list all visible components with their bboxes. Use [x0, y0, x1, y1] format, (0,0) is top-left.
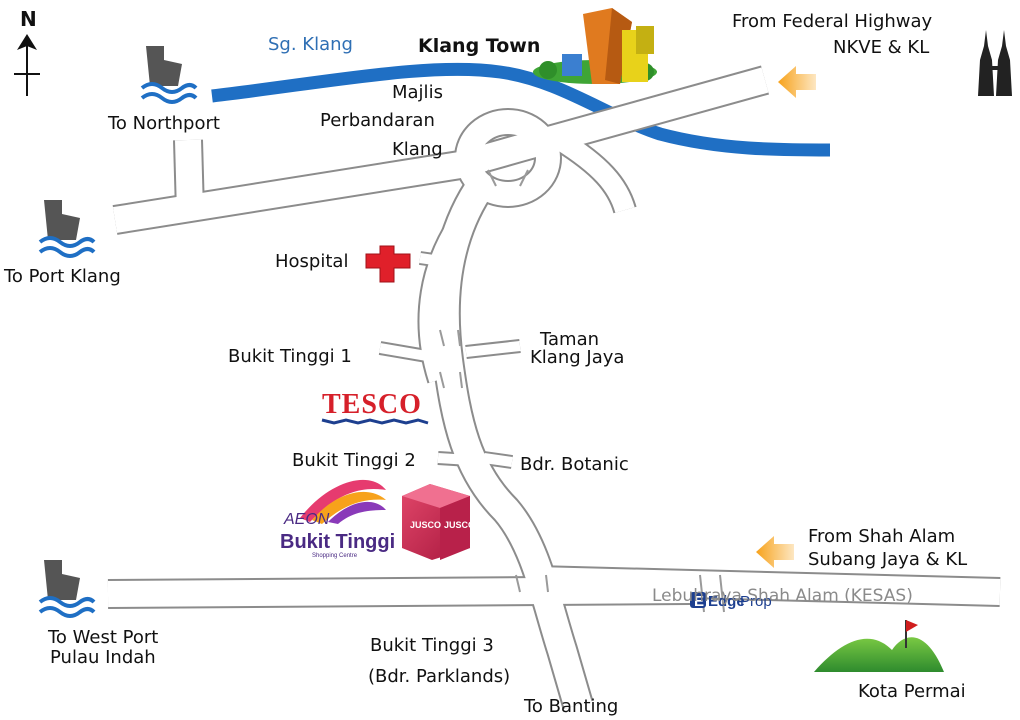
label-banting: To Banting: [523, 696, 618, 717]
svg-text:JUSCO: JUSCO: [410, 520, 441, 530]
label-port-klang: To Port Klang: [3, 266, 121, 287]
label-kota-permai: Kota Permai: [858, 681, 966, 702]
label-bukit-tinggi-3: Bukit Tinggi 3: [370, 635, 494, 656]
ship-icon: [38, 560, 96, 618]
hills-flag-icon: [814, 620, 944, 672]
svg-text:TESCO: TESCO: [322, 389, 422, 420]
label-shah-alam-2: Subang Jaya & KL: [808, 549, 967, 570]
label-council-3: Klang: [392, 139, 443, 160]
label-west-port-2: Pulau Indah: [50, 647, 156, 668]
label-council-2: Perbandaran: [320, 110, 435, 131]
label-kesas: Lebuhraya Shah Alam (KESAS): [652, 586, 913, 606]
building-icon: [533, 8, 657, 84]
svg-text:Prop: Prop: [740, 593, 772, 610]
jusco-store-icon: JUSCO JUSCO: [402, 484, 475, 560]
tesco-logo: TESCO: [321, 389, 429, 425]
label-river: Sg. Klang: [268, 34, 353, 55]
svg-text:Bukit Tinggi: Bukit Tinggi: [280, 531, 395, 553]
label-taman-1: Taman: [539, 329, 599, 350]
svg-text:AEON: AEON: [283, 511, 330, 528]
ship-icon: [38, 200, 96, 258]
north-label: N: [20, 7, 37, 31]
direction-arrow-icon: [778, 66, 816, 98]
svg-text:JUSCO: JUSCO: [444, 520, 475, 530]
aeon-logo: AEON Bukit Tinggi Shopping Centre: [280, 479, 395, 559]
label-botanic: Bdr. Botanic: [520, 454, 629, 475]
label-shah-alam-1: From Shah Alam: [808, 526, 955, 547]
label-bukit-tinggi-2: Bukit Tinggi 2: [292, 450, 416, 471]
label-council-1: Majlis: [392, 82, 443, 103]
river-sg-klang: [211, 62, 831, 157]
label-west-port-1: To West Port: [47, 627, 158, 648]
label-federal-2: NKVE & KL: [833, 37, 929, 58]
edgeprop-watermark: E Edge Prop: [690, 592, 772, 610]
direction-arrow-icon: [756, 536, 794, 568]
road-network: [107, 67, 1001, 709]
ship-icon: [140, 46, 198, 104]
svg-text:E: E: [694, 593, 704, 610]
label-northport: To Northport: [107, 113, 220, 134]
label-federal-1: From Federal Highway: [732, 11, 933, 32]
svg-text:Shopping Centre: Shopping Centre: [312, 553, 358, 559]
twin-towers-icon: [978, 30, 1012, 96]
label-hospital: Hospital: [275, 251, 348, 272]
label-taman-2: Klang Jaya: [530, 347, 624, 368]
label-bukit-tinggi-1: Bukit Tinggi 1: [228, 346, 352, 367]
lane-markings: [439, 169, 725, 613]
svg-text:Edge: Edge: [708, 593, 745, 610]
label-parklands: (Bdr. Parklands): [368, 666, 510, 687]
hospital-cross-icon: [365, 245, 411, 283]
label-klang-town: Klang Town: [418, 35, 540, 57]
north-arrow-icon: N: [14, 7, 40, 96]
